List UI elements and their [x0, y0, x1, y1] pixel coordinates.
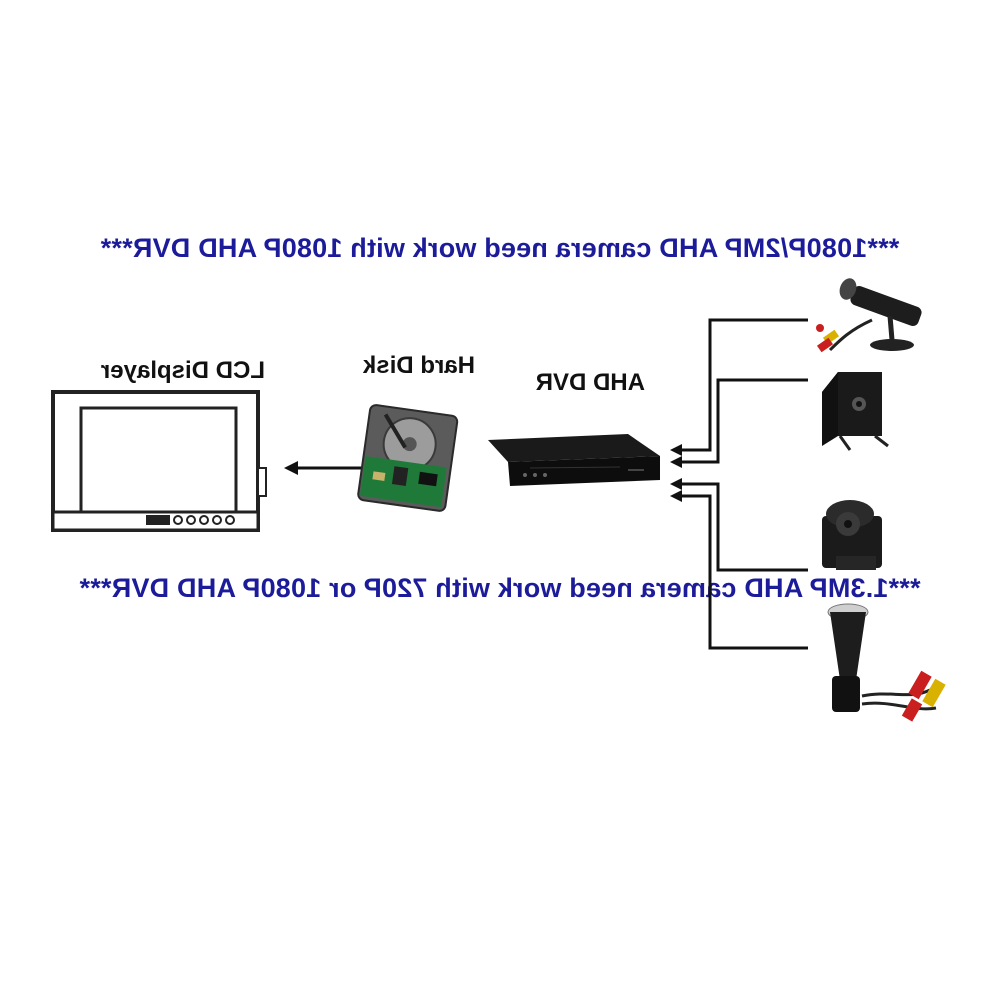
- hard-disk-icon: [357, 404, 459, 512]
- bullet-camera-icon: [816, 278, 922, 353]
- dvr-recorder-icon: [488, 434, 660, 486]
- arrow-hdd-to-lcd: [284, 461, 372, 475]
- connection-lines: [682, 318, 808, 650]
- mini-dome-pinhole-camera-icon: [822, 500, 882, 570]
- connection-arrowheads: [670, 444, 682, 502]
- lcd-monitor-icon: [51, 390, 267, 532]
- square-pinhole-camera-icon: [822, 372, 889, 451]
- cone-pinhole-camera-icon: [827, 603, 946, 722]
